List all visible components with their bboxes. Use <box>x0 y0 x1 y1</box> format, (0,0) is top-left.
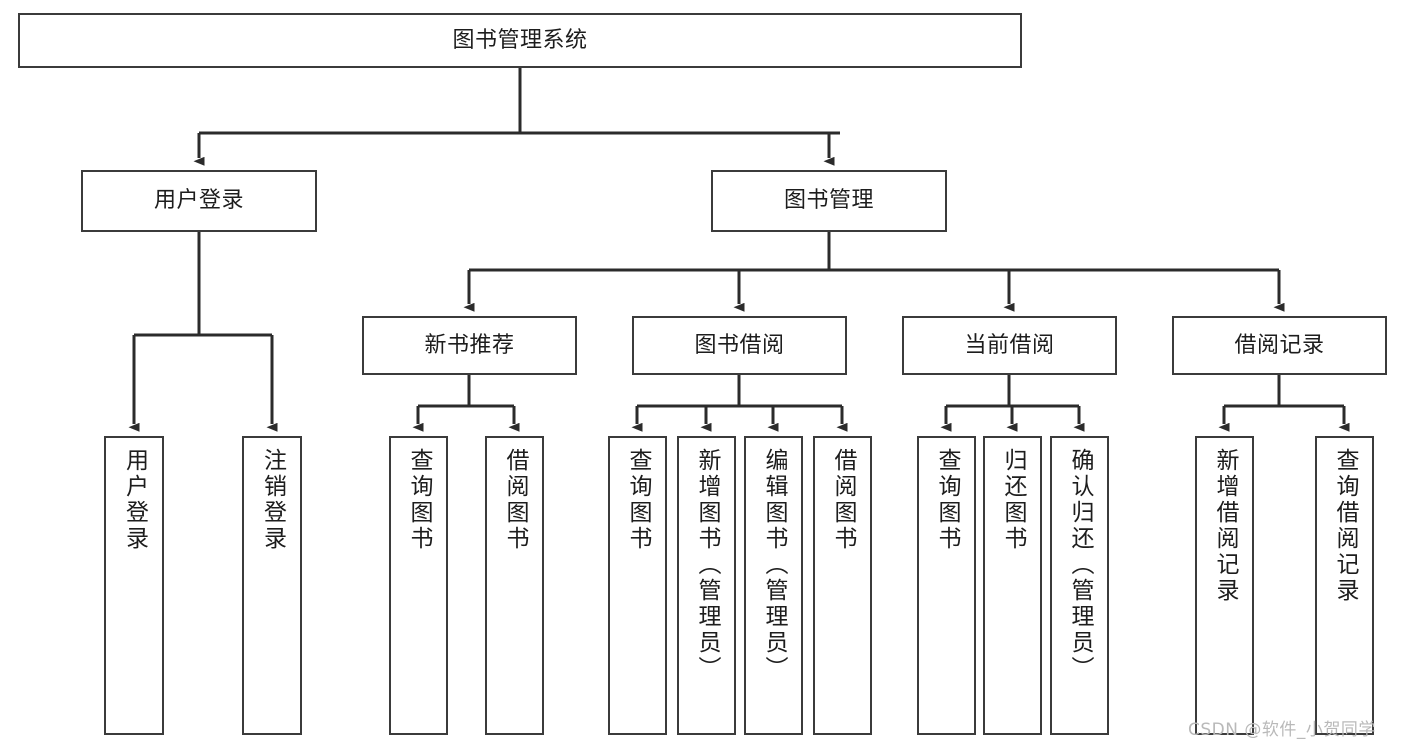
node-leaf-add-record[interactable]: 新增借阅记录 <box>1195 436 1254 735</box>
node-borrow-record[interactable]: 借阅记录 <box>1172 316 1387 375</box>
node-user-login[interactable]: 用户登录 <box>81 170 317 232</box>
node-book-borrow-label: 图书借阅 <box>694 332 785 358</box>
node-leaf-confirm-return-label: 确认归还（管理员） <box>1067 448 1093 682</box>
node-leaf-query-book-rec[interactable]: 查询图书 <box>389 436 448 735</box>
node-current-borrow-label: 当前借阅 <box>964 332 1055 358</box>
node-leaf-return-book-label: 归还图书 <box>1000 448 1026 552</box>
node-book-management-label: 图书管理 <box>783 188 874 214</box>
node-leaf-query-book-borrow[interactable]: 查询图书 <box>608 436 667 735</box>
node-root[interactable]: 图书管理系统 <box>18 13 1022 68</box>
node-leaf-user-login-label: 用户登录 <box>121 448 148 552</box>
node-leaf-logout-label: 注销登录 <box>259 448 286 552</box>
node-leaf-logout[interactable]: 注销登录 <box>242 436 302 735</box>
node-leaf-borrow-book-rec-label: 借阅图书 <box>502 448 528 552</box>
node-leaf-borrow-book-rec[interactable]: 借阅图书 <box>485 436 544 735</box>
node-leaf-borrow-book[interactable]: 借阅图书 <box>813 436 872 735</box>
node-leaf-add-book[interactable]: 新增图书（管理员） <box>677 436 736 735</box>
node-leaf-query-record-label: 查询借阅记录 <box>1332 448 1358 604</box>
node-leaf-return-book[interactable]: 归还图书 <box>983 436 1042 735</box>
node-leaf-edit-book-label: 编辑图书（管理员） <box>761 448 787 682</box>
node-leaf-user-login[interactable]: 用户登录 <box>104 436 164 735</box>
node-borrow-record-label: 借阅记录 <box>1234 332 1325 358</box>
node-leaf-add-record-label: 新增借阅记录 <box>1212 448 1238 604</box>
node-leaf-edit-book[interactable]: 编辑图书（管理员） <box>744 436 803 735</box>
node-leaf-query-book-current-label: 查询图书 <box>934 448 960 552</box>
node-leaf-query-record[interactable]: 查询借阅记录 <box>1315 436 1374 735</box>
node-new-book-recommend[interactable]: 新书推荐 <box>362 316 577 375</box>
node-new-book-recommend-label: 新书推荐 <box>424 332 515 358</box>
node-user-login-label: 用户登录 <box>153 188 244 214</box>
node-leaf-query-book-current[interactable]: 查询图书 <box>917 436 976 735</box>
node-root-label: 图书管理系统 <box>452 27 588 53</box>
watermark-text: CSDN @软件_小贺同学 <box>1188 720 1376 740</box>
node-leaf-query-book-borrow-label: 查询图书 <box>625 448 651 552</box>
node-book-management[interactable]: 图书管理 <box>711 170 947 232</box>
node-leaf-confirm-return[interactable]: 确认归还（管理员） <box>1050 436 1109 735</box>
node-leaf-add-book-label: 新增图书（管理员） <box>694 448 720 682</box>
node-book-borrow[interactable]: 图书借阅 <box>632 316 847 375</box>
node-current-borrow[interactable]: 当前借阅 <box>902 316 1117 375</box>
node-leaf-borrow-book-label: 借阅图书 <box>830 448 856 552</box>
node-leaf-query-book-rec-label: 查询图书 <box>406 448 432 552</box>
